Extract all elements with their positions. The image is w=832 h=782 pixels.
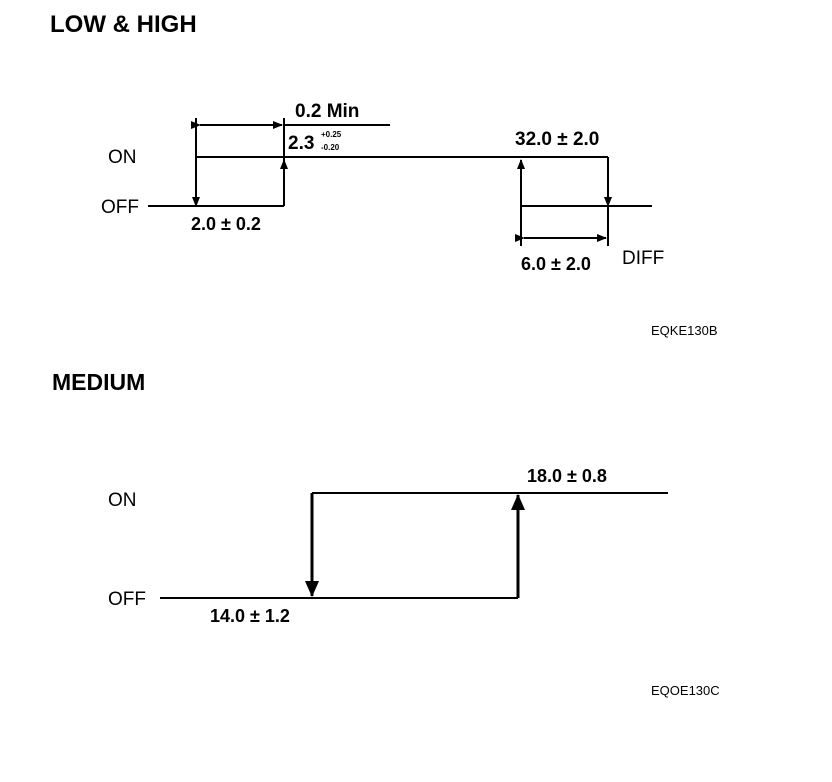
medium-title: MEDIUM (52, 369, 145, 395)
medium-diagram: MEDIUM ON OFF 18.0 ± 0.8 14.0 ± 1.2 EQOE… (52, 369, 720, 698)
medium-off-label: OFF (108, 589, 146, 610)
medium-on-label: ON (108, 490, 137, 511)
switch-on-tolerance-minus: -0.20 (321, 143, 340, 152)
min-gap-label: 0.2 Min (295, 101, 359, 122)
diff-value-label: 6.0 ± 2.0 (521, 254, 591, 274)
low-high-title: LOW & HIGH (50, 11, 197, 38)
switch-on-value: 2.3 (288, 133, 314, 154)
medium-switch-on-label: 18.0 ± 0.8 (527, 466, 607, 486)
switch-on-tolerance-plus: +0.25 (321, 130, 342, 139)
medium-figure-code: EQOE130C (651, 683, 720, 698)
switch-off-low-label: 2.0 ± 0.2 (191, 214, 261, 234)
low-high-off-label: OFF (101, 197, 139, 218)
medium-switch-off-label: 14.0 ± 1.2 (210, 606, 290, 626)
low-high-on-label: ON (108, 147, 137, 168)
low-high-figure-code: EQKE130B (651, 323, 718, 338)
low-high-diagram: LOW & HIGH ON OFF 0.2 Min 2.3 +0.25 -0.2… (50, 11, 718, 338)
switch-off-high-label: 32.0 ± 2.0 (515, 129, 599, 150)
diff-label: DIFF (622, 248, 664, 269)
